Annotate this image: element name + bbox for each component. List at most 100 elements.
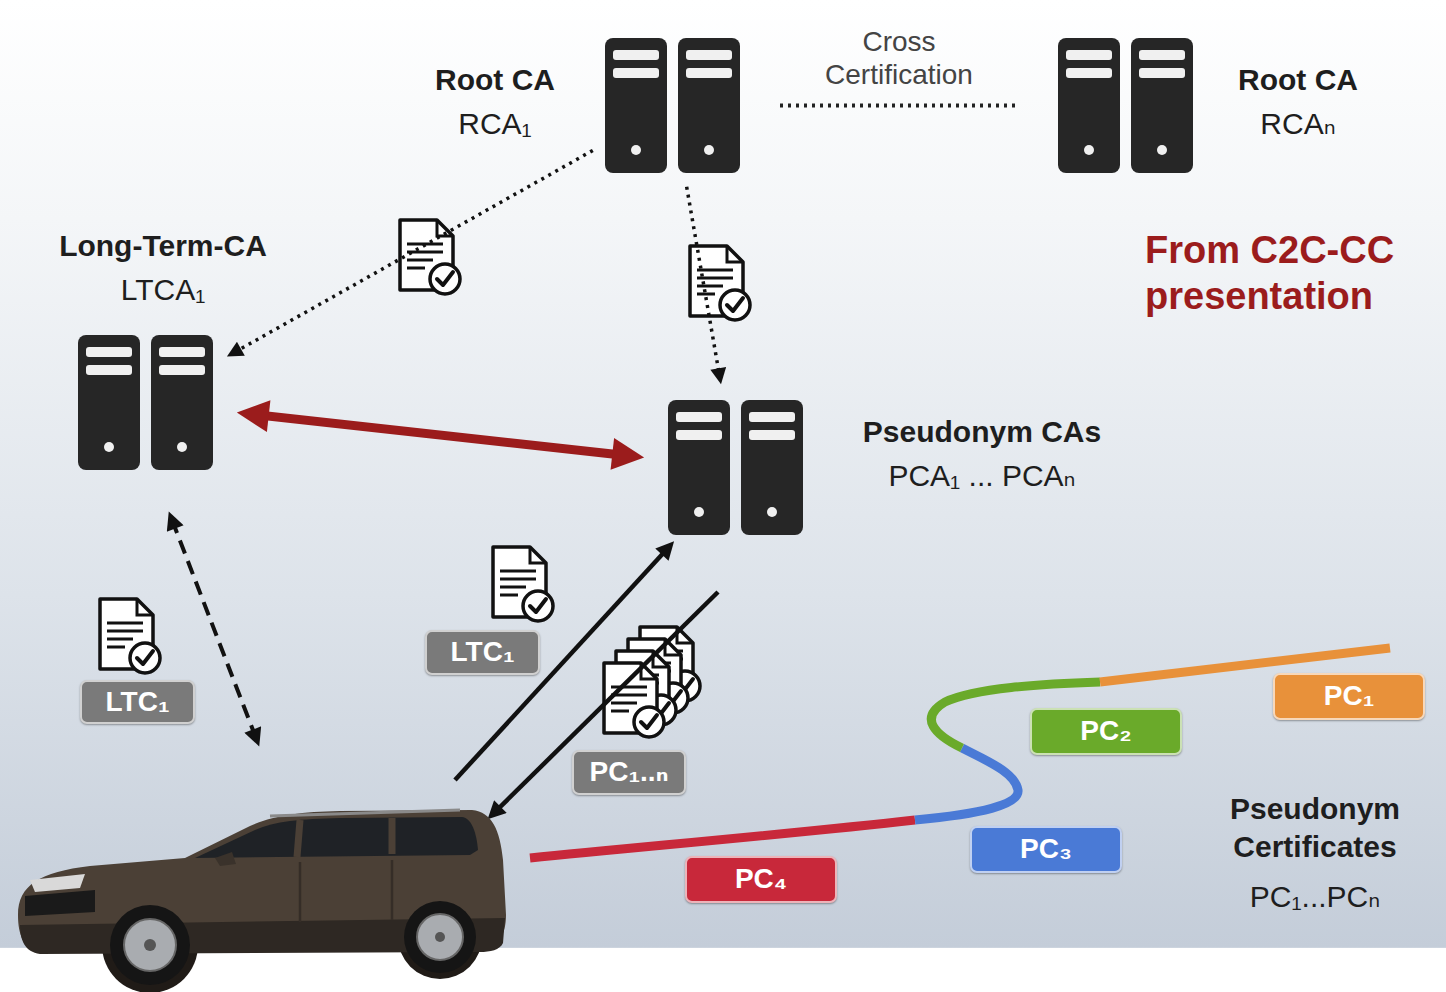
- annotation-label: Pseudonym Certificates: [1200, 790, 1430, 865]
- server-tower: [1058, 38, 1120, 173]
- server-icon: [605, 38, 740, 173]
- server-tower: [741, 400, 803, 535]
- annotation-label: PC₁...PCₙ: [1200, 878, 1430, 916]
- node-subtitle: RCA₁: [435, 102, 555, 146]
- server-tower: [749, 412, 795, 422]
- car-illustration: [144, 939, 156, 951]
- certificate-icon: [100, 599, 160, 673]
- server-tower: [1066, 68, 1112, 78]
- tag-label: LTC₁: [451, 637, 515, 668]
- server-tower: [605, 38, 667, 173]
- server-tower: [613, 50, 659, 60]
- server-tower: [151, 335, 213, 470]
- vehicle-track: [530, 820, 915, 858]
- server-tower: [704, 145, 714, 155]
- certificate-tag: PC₄: [685, 856, 837, 903]
- server-tower: [86, 347, 132, 357]
- server-tower: [1058, 38, 1120, 173]
- edge-label: Cross Certification: [799, 24, 999, 91]
- node-subtitle: LTCA₁: [59, 268, 267, 312]
- certificate-icon: [400, 220, 460, 294]
- server-tower: [613, 68, 659, 78]
- certificate-icon: [690, 246, 750, 320]
- server-tower: [177, 442, 187, 452]
- server-tower: [1066, 50, 1112, 60]
- tag-label: LTC₁: [106, 687, 170, 718]
- server-icon: [78, 335, 213, 470]
- server-tower: [676, 412, 722, 422]
- node-heading: Long-Term-CA: [59, 224, 267, 268]
- server-tower: [159, 365, 205, 375]
- server-tower: [678, 38, 740, 173]
- certificate-tag: PC₃: [970, 826, 1122, 873]
- request-arrow: [172, 520, 718, 813]
- node-heading: Root CA: [1238, 58, 1358, 102]
- exchange-arrow: [253, 414, 628, 455]
- car-illustration: [30, 874, 85, 892]
- server-tower: [159, 347, 205, 357]
- server-node: Root CARCA₁: [605, 38, 740, 173]
- car-illustration: [215, 852, 236, 866]
- server-tower: [1084, 145, 1094, 155]
- car-illustration: [297, 818, 392, 857]
- server-tower: [678, 38, 740, 173]
- server-tower: [631, 145, 641, 155]
- server-label: Root CARCAₙ: [1238, 58, 1358, 146]
- vehicle-track: [915, 748, 1018, 820]
- tag-label: PC₂: [1080, 716, 1131, 747]
- server-tower: [694, 507, 704, 517]
- server-tower: [676, 430, 722, 440]
- certificate-tag: PC₂: [1030, 708, 1182, 755]
- car-illustration: [417, 914, 463, 960]
- tag-label: PC₁..ₙ: [590, 757, 669, 788]
- server-tower: [668, 400, 730, 535]
- server-node: Long-Term-CALTCA₁: [78, 335, 213, 470]
- server-icon: [1058, 38, 1193, 173]
- node-subtitle: RCAₙ: [1238, 102, 1358, 146]
- server-tower: [741, 400, 803, 535]
- server-node: Pseudonym CAsPCA₁ ... PCAₙ: [668, 400, 803, 535]
- server-label: Long-Term-CALTCA₁: [59, 224, 267, 312]
- server-tower: [686, 50, 732, 60]
- server-tower: [1157, 145, 1167, 155]
- certificate-tag: LTC₁: [80, 680, 195, 724]
- certificate-tag: PC₁: [1273, 673, 1425, 720]
- car-illustration: [124, 919, 176, 971]
- tag-label: PC₁: [1324, 681, 1374, 712]
- server-tower: [668, 400, 730, 535]
- server-tower: [1139, 68, 1185, 78]
- server-tower: [749, 430, 795, 440]
- server-node: Root CARCAₙ: [1058, 38, 1193, 173]
- node-heading: Root CA: [435, 58, 555, 102]
- certificate-tag: PC₁..ₙ: [572, 750, 686, 795]
- request-arrow: [494, 592, 718, 813]
- car-illustration: [404, 901, 476, 973]
- certificate-tag: LTC₁: [425, 630, 540, 675]
- car-illustration: [195, 817, 478, 858]
- source-note: From C2C-CC presentation: [1145, 228, 1440, 319]
- server-tower: [605, 38, 667, 173]
- server-tower: [78, 335, 140, 470]
- car-illustration: [435, 932, 445, 942]
- server-tower: [686, 68, 732, 78]
- server-icon: [668, 400, 803, 535]
- car-illustration: [110, 905, 190, 985]
- vehicle-track: [530, 648, 1390, 858]
- server-tower: [1139, 50, 1185, 60]
- server-tower: [104, 442, 114, 452]
- car-illustration: [270, 810, 460, 816]
- certificate-icon: [493, 547, 553, 621]
- car-illustration: [25, 890, 95, 916]
- server-label: Root CARCA₁: [435, 58, 555, 146]
- issue-arrow: [687, 187, 720, 377]
- node-subtitle: PCA₁ ... PCAₙ: [863, 454, 1101, 498]
- server-tower: [78, 335, 140, 470]
- tag-label: PC₃: [1020, 834, 1072, 865]
- server-tower: [1131, 38, 1193, 173]
- server-tower: [151, 335, 213, 470]
- server-tower: [767, 507, 777, 517]
- node-heading: Pseudonym CAs: [863, 410, 1101, 454]
- server-label: Pseudonym CAsPCA₁ ... PCAₙ: [863, 410, 1101, 498]
- tag-label: PC₄: [735, 864, 787, 895]
